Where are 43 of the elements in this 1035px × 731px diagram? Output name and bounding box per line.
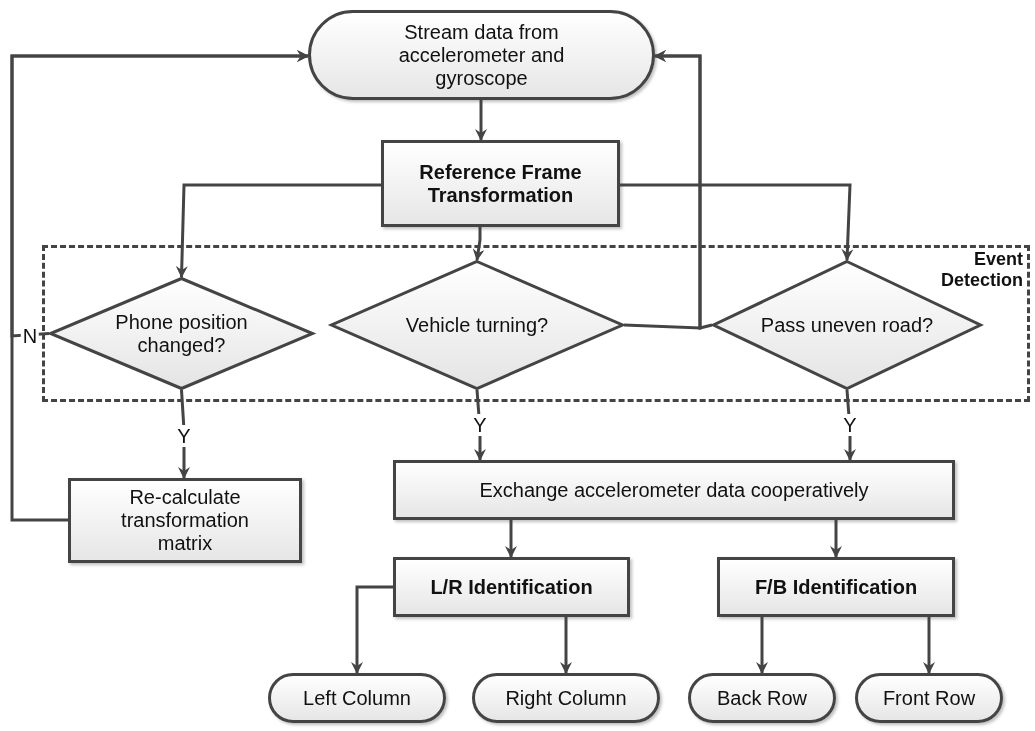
- process-box: [68, 478, 302, 563]
- arrow: [472, 227, 485, 261]
- terminal-box: [308, 10, 655, 100]
- arrow: [178, 389, 190, 479]
- arrow: [351, 585, 393, 674]
- process-box: [393, 557, 630, 617]
- node-text: Pass uneven road?: [760, 313, 934, 337]
- node-text: F/B Identification: [754, 575, 918, 599]
- decision-diamond: [49, 277, 314, 390]
- node-text: Front Row: [882, 686, 976, 710]
- group-title: Event Detection: [940, 248, 1024, 292]
- arrow: [475, 100, 487, 141]
- node-text: L/R Identification: [430, 575, 593, 599]
- edge-label: Y: [471, 414, 489, 436]
- arrow: [756, 617, 768, 674]
- terminal-box: [855, 673, 1003, 723]
- process-box: [717, 557, 955, 617]
- node-text: Stream data from accelerometer and gyroscope: [397, 20, 566, 90]
- dashed-group-frame: [42, 245, 1030, 402]
- node-text: Back Row: [717, 686, 807, 710]
- arrow: [505, 520, 517, 558]
- process-box: [381, 140, 620, 227]
- edge-label: Y: [841, 414, 859, 436]
- node-text: Re-calculate transformation matrix: [120, 486, 250, 555]
- terminal-box: [472, 673, 660, 723]
- process-box: [393, 460, 955, 520]
- terminal-box: [268, 673, 446, 723]
- arrow: [175, 183, 381, 278]
- node-text: Exchange accelerometer data cooperatively: [479, 478, 869, 502]
- arrow: [923, 617, 935, 674]
- edge-label: Y: [175, 425, 193, 447]
- node-text: Phone position changed?: [114, 310, 249, 357]
- node-text: Vehicle turning?: [405, 313, 549, 337]
- arrow: [560, 617, 572, 674]
- arrow: [620, 183, 854, 261]
- node-text: Reference Frame Transformation: [418, 160, 583, 207]
- node-text: Right Column: [505, 686, 627, 710]
- arrow: [830, 520, 842, 558]
- arrow: [10, 50, 309, 522]
- node-text: Left Column: [303, 686, 411, 710]
- arrow: [654, 50, 713, 330]
- terminal-box: [688, 673, 836, 723]
- decision-diamond: [330, 260, 624, 390]
